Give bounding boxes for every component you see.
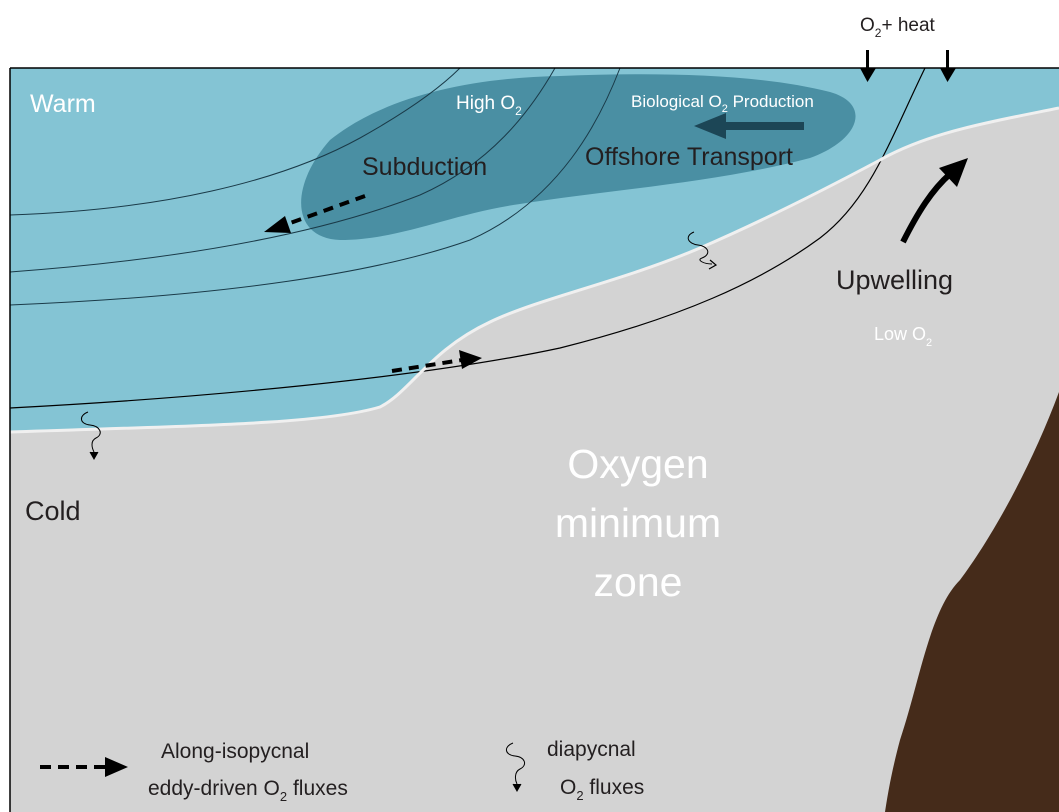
isopycnal-eddy-arrow <box>391 350 482 373</box>
legend-diapycnal: diapycnal O2 fluxes <box>547 738 644 803</box>
offshore-transport-arrow <box>694 113 804 139</box>
omz-label-line3: zone <box>594 559 683 605</box>
legend-along-line2: eddy-driven O2 fluxes <box>148 777 348 804</box>
high-o2-patch <box>301 74 856 240</box>
isopycnal-line-deep <box>9 67 926 409</box>
biological-production-label: Biological O2 Production <box>631 92 814 115</box>
legend-diapycnal-line2: O2 fluxes <box>560 776 644 803</box>
legend-along-isopycnal: Along-isopycnal eddy-driven O2 fluxes <box>148 740 348 804</box>
isopycnal-lines <box>9 67 621 306</box>
subduction-eddy-arrow <box>264 194 366 233</box>
subduction-label: Subduction <box>362 153 487 181</box>
diapycnal-squiggle-left <box>81 411 101 461</box>
legend-along-line1: Along-isopycnal <box>161 740 309 763</box>
o2-heat-label: O2+ heat <box>860 15 936 40</box>
legend-dashed-arrow-icon <box>40 757 128 777</box>
omz-label-line2: minimum <box>555 500 721 546</box>
legend-diapycnal-line1: diapycnal <box>547 738 636 761</box>
upwelling-label: Upwelling <box>836 265 953 295</box>
legend-squiggle-icon <box>506 742 526 793</box>
thermocline-boundary <box>9 106 1059 434</box>
warm-label: Warm <box>30 90 96 118</box>
offshore-transport-label: Offshore Transport <box>585 143 793 171</box>
omz-label-line1: Oxygen <box>567 441 708 487</box>
upwelling-arrow <box>900 158 968 244</box>
omz-label: Oxygen minimum zone <box>555 441 721 605</box>
seafloor <box>885 392 1059 812</box>
cold-label: Cold <box>25 496 81 526</box>
low-o2-label: Low O2 <box>874 324 932 349</box>
high-o2-label: High O2 <box>456 93 522 118</box>
surface-flux-arrows <box>860 50 956 82</box>
diapycnal-squiggle-upper <box>687 231 718 270</box>
